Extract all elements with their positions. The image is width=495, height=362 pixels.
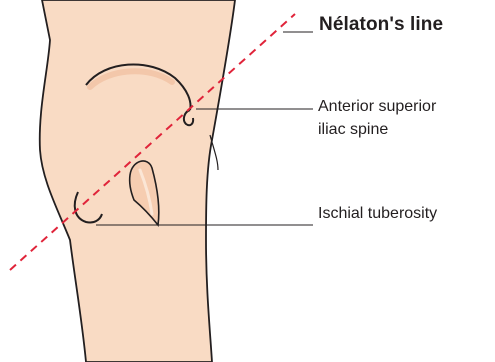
nelaton-line-title: Nélaton's line [319, 14, 443, 36]
asis-label-line2: iliac spine [318, 118, 436, 141]
ischial-tuberosity-label: Ischial tuberosity [318, 205, 437, 223]
asis-label: Anterior superior iliac spine [318, 95, 436, 141]
asis-label-line1: Anterior superior [318, 95, 436, 118]
thigh-fold-line [210, 135, 218, 170]
